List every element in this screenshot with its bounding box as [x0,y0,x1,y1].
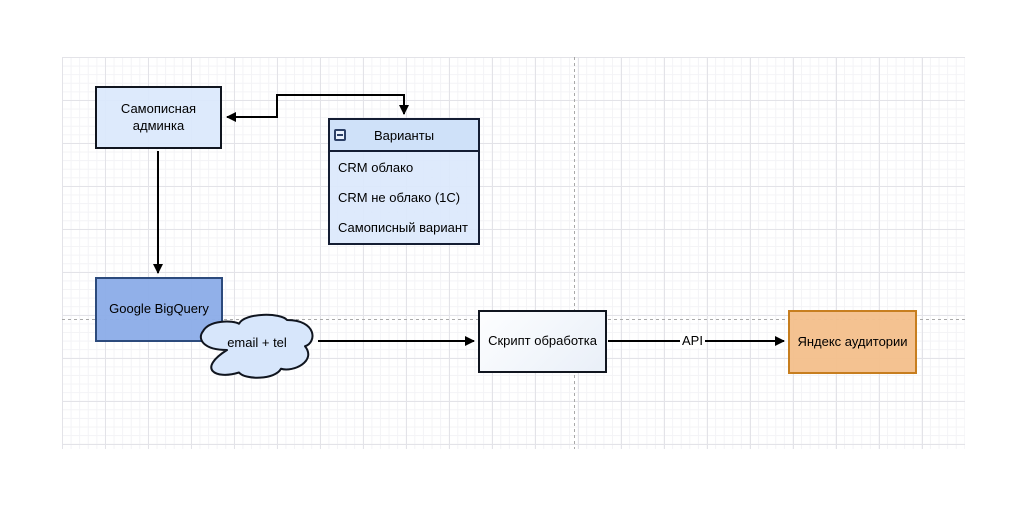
node-admin-label: Самописная админка [120,101,197,133]
collapse-minus-icon[interactable] [334,129,346,141]
node-script[interactable]: Скрипт обработка [478,310,607,373]
variants-title: Варианты [373,127,435,143]
list-item[interactable]: Самописный вариант [330,213,478,243]
node-cloud[interactable] [195,303,319,382]
node-bigquery-label: Google BigQuery [109,301,209,317]
node-yandex[interactable]: Яндекс аудитории [788,310,917,374]
list-item[interactable]: CRM не облако (1С) [330,182,478,212]
variants-header[interactable]: Варианты [330,120,478,152]
cloud-icon [199,313,314,379]
list-item[interactable]: CRM облако [330,152,478,182]
node-cloud-label: email + tel [227,335,287,350]
list-item-label: Самописный вариант [338,220,468,236]
node-yandex-label: Яндекс аудитории [797,333,908,349]
edge-label-api[interactable]: API [680,333,705,348]
variants-body: CRM облако CRM не облако (1С) Самописный… [330,152,478,243]
node-script-label: Скрипт обработка [488,333,597,349]
node-admin[interactable]: Самописная админка [95,86,222,149]
node-bigquery[interactable]: Google BigQuery [95,277,223,342]
page-separator-vertical [574,57,575,449]
list-item-label: CRM не облако (1С) [338,189,461,205]
list-item-label: CRM облако [338,159,414,175]
node-variants-list[interactable]: Варианты CRM облако CRM не облако (1С) С… [328,118,480,245]
